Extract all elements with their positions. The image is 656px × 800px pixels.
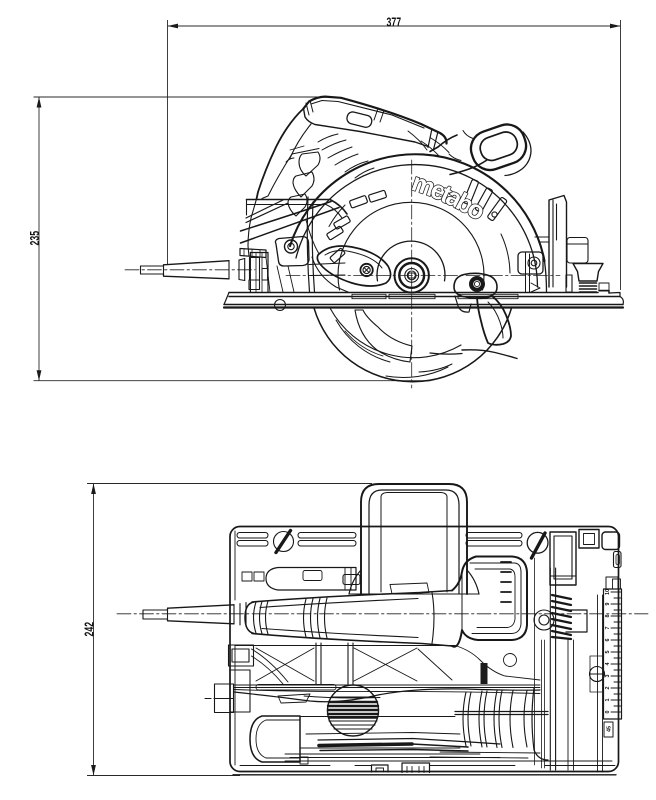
svg-text:242: 242 [83, 622, 97, 637]
svg-text:3: 3 [605, 675, 611, 678]
svg-text:9: 9 [605, 603, 611, 606]
svg-text:45: 45 [607, 726, 613, 732]
svg-text:8: 8 [605, 615, 611, 618]
svg-text:10: 10 [605, 589, 611, 595]
svg-text:0: 0 [605, 711, 611, 714]
svg-text:377: 377 [387, 16, 402, 30]
svg-text:7: 7 [605, 627, 611, 630]
svg-text:4: 4 [605, 663, 611, 666]
svg-text:1: 1 [605, 699, 611, 702]
svg-text:235: 235 [28, 231, 42, 246]
svg-text:6: 6 [605, 639, 611, 642]
svg-text:2: 2 [605, 687, 611, 690]
svg-text:5: 5 [605, 651, 611, 654]
